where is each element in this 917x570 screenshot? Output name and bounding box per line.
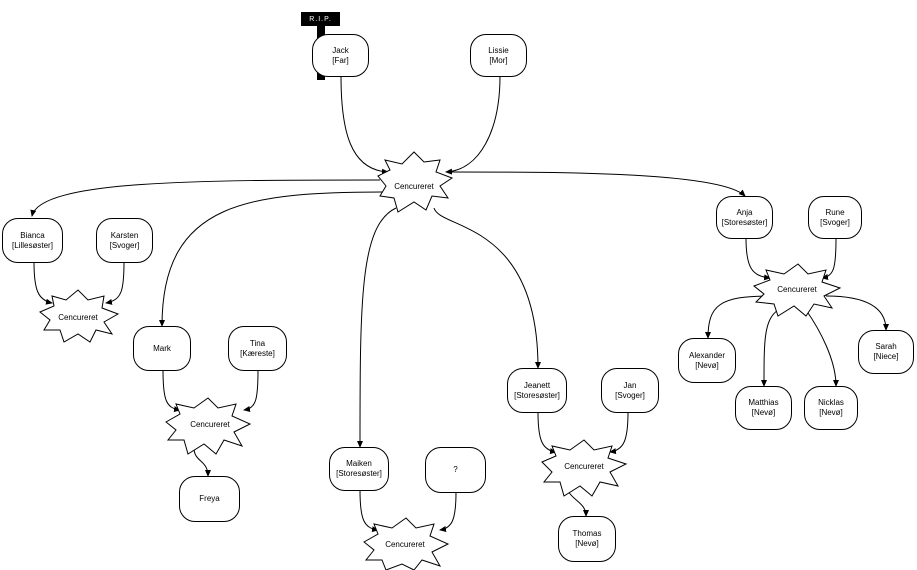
union-label: Cencureret: [385, 540, 425, 549]
person-bianca: Bianca [Lillesøster]: [2, 218, 63, 263]
person-mark: Mark: [133, 326, 191, 371]
connector: [805, 309, 839, 387]
union-star-jeanett-jan: Cencureret: [541, 439, 628, 497]
person-matthias: Matthias [Nevø]: [735, 386, 792, 430]
person-role: [Storesøster]: [336, 469, 382, 478]
person-name: Mark: [153, 343, 171, 353]
person-nicklas: Nicklas [Nevø]: [804, 386, 858, 430]
person-name: Jeanett: [523, 380, 551, 390]
person-jeanett: Jeanett [Storesøster]: [507, 368, 567, 413]
person-unknown: ?: [425, 447, 486, 493]
person-name: Thomas: [572, 529, 602, 538]
union-star-bianca-karsten: Cencureret: [39, 289, 120, 343]
person-name: Karsten: [110, 230, 139, 240]
person-name: Jack: [332, 45, 349, 55]
person-name: Lissie: [488, 45, 509, 55]
person-lissie: Lissie [Mor]: [470, 34, 527, 77]
person-name: Alexander: [688, 350, 726, 360]
union-star-mark-tina: Cencureret: [165, 397, 252, 455]
person-name: Maiken: [346, 459, 372, 468]
person-role: [Svoger]: [615, 390, 645, 400]
person-name: Matthias: [748, 398, 779, 407]
union-star-maiken: Cencureret: [363, 517, 450, 570]
union-label: Cencureret: [777, 285, 817, 294]
union-label: Cencureret: [394, 182, 434, 191]
person-role: [Storesøster]: [514, 390, 560, 400]
connector: [761, 309, 779, 387]
person-role: [Mor]: [489, 55, 508, 65]
person-role: [Svoger]: [820, 217, 850, 227]
connector: [33, 261, 53, 305]
person-freya: Freya: [179, 476, 240, 522]
person-maiken: Maiken [Storesøster]: [329, 447, 389, 491]
person-role: [Far]: [332, 55, 349, 65]
person-role: [Nevø]: [695, 360, 719, 370]
person-name: Bianca: [20, 230, 45, 240]
person-role: [Svoger]: [109, 240, 140, 250]
union-star-parents: Cencureret: [377, 151, 454, 213]
rip-label: R.I.P.: [301, 12, 340, 26]
connector: [105, 261, 125, 305]
connector: [359, 489, 379, 533]
connector: [609, 411, 629, 455]
person-role: [Niece]: [873, 352, 899, 361]
person-name: Nicklas: [818, 398, 844, 407]
connector: [445, 75, 501, 175]
union-label: Cencureret: [190, 420, 230, 429]
connector: [537, 411, 557, 455]
connector: [439, 491, 457, 532]
person-name: Tina: [249, 338, 266, 348]
connector: [825, 295, 889, 331]
person-role: [Storesøster]: [721, 217, 768, 227]
person-jack: Jack [Far]: [312, 34, 369, 77]
connector: [30, 179, 381, 217]
connector: [451, 171, 746, 197]
union-label: Cencureret: [58, 313, 98, 322]
person-role: [Kæreste]: [240, 348, 275, 358]
connector: [357, 207, 397, 448]
person-jan: Jan [Svoger]: [601, 368, 659, 413]
person-alexander: Alexander [Nevø]: [678, 338, 736, 383]
connector: [821, 237, 837, 280]
person-name: Freya: [199, 494, 220, 503]
person-anja: Anja [Storesøster]: [716, 196, 773, 239]
connector: [162, 369, 181, 413]
person-name: Sarah: [875, 342, 897, 351]
connector: [745, 237, 771, 281]
person-name: Jan: [623, 380, 637, 390]
person-role: [Nevø]: [575, 539, 599, 548]
connector: [193, 447, 211, 477]
connector: [705, 295, 771, 339]
person-rune: Rune [Svoger]: [808, 196, 862, 239]
person-sarah: Sarah [Niece]: [858, 330, 914, 374]
person-name: Anja: [736, 207, 753, 217]
person-role: [Nevø]: [751, 408, 776, 417]
person-role: [Lillesøster]: [12, 240, 53, 250]
connector: [433, 207, 541, 369]
connector: [159, 191, 391, 327]
person-name: ?: [453, 465, 458, 474]
connector: [243, 369, 259, 412]
person-tina: Tina [Kæreste]: [228, 326, 287, 371]
union-label: Cencureret: [564, 462, 604, 471]
person-name: Rune: [825, 207, 845, 217]
person-role: [Nevø]: [819, 408, 843, 417]
person-karsten: Karsten [Svoger]: [96, 218, 153, 263]
person-thomas: Thomas [Nevø]: [558, 516, 616, 562]
connector: [340, 75, 389, 175]
union-star-anja-rune: Cencureret: [753, 263, 842, 317]
